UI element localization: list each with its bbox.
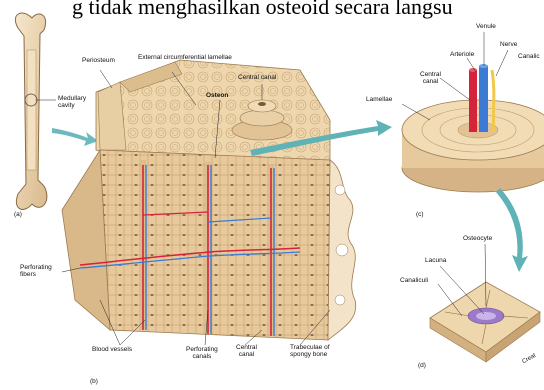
label-central-canal-bottom: Central canal: [236, 345, 257, 359]
label-osteon: Osteon: [206, 93, 228, 100]
zoom-arrow-c-to-d: [496, 188, 528, 272]
label-nerve: Nerve: [500, 42, 517, 49]
long-bone: [15, 13, 47, 209]
label-external-lamellae: External circumferential lamellae: [138, 55, 232, 62]
label-canaliculi-d: Canaliculi: [400, 278, 428, 285]
label-arteriole: Arteriole: [450, 52, 474, 59]
label-venule: Venule: [476, 24, 496, 31]
label-canaliculi-c: Canalic: [518, 54, 540, 61]
label-lacuna: Lacuna: [425, 258, 446, 265]
panel-label-c: (c): [416, 212, 424, 219]
label-periosteum: Periosteum: [82, 58, 115, 65]
label-osteocyte: Osteocyte: [463, 236, 492, 243]
label-lamellae: Lamellae: [366, 97, 392, 104]
top-caption: g tidak menghasilkan osteoid secara lang…: [72, 0, 453, 18]
panel-label-b: (b): [90, 379, 98, 386]
panel-label-d: (d): [418, 363, 426, 370]
compact-bone-block: [62, 60, 356, 340]
label-central-canal-c: Central canal: [420, 72, 441, 86]
label-perforating-canals: Perforating canals: [186, 347, 218, 361]
label-medullary-cavity: Medullary cavity: [58, 96, 86, 110]
lacuna-slab: [430, 282, 540, 362]
label-blood-vessels: Blood vessels: [92, 347, 132, 354]
label-central-canal-top: Central canal: [238, 75, 276, 82]
zoom-arrow-a-to-b: [52, 128, 98, 146]
panel-label-a: (a): [14, 212, 22, 219]
label-trabeculae: Trabeculae of spongy bone: [290, 345, 330, 359]
label-perforating-fibers: Perforating fibers: [20, 265, 52, 279]
